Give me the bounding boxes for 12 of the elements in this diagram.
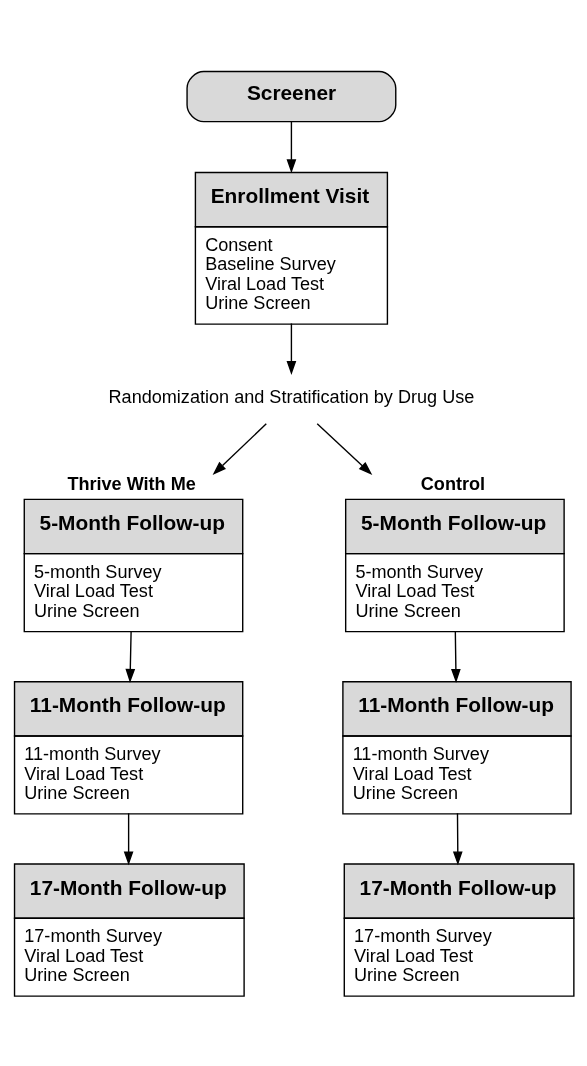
node-label: Thrive With Me [67,473,196,494]
arrow [212,422,267,475]
node-text: Randomization and Stratification by Drug Use [108,386,475,407]
arrow [316,422,373,475]
arrow [452,812,463,865]
arrow [286,120,297,173]
arrow [451,630,461,683]
node-box: Screener [186,70,397,122]
arrow [125,630,136,683]
arrow [123,812,134,865]
arrow [286,322,297,375]
node-label: Control [420,473,486,494]
